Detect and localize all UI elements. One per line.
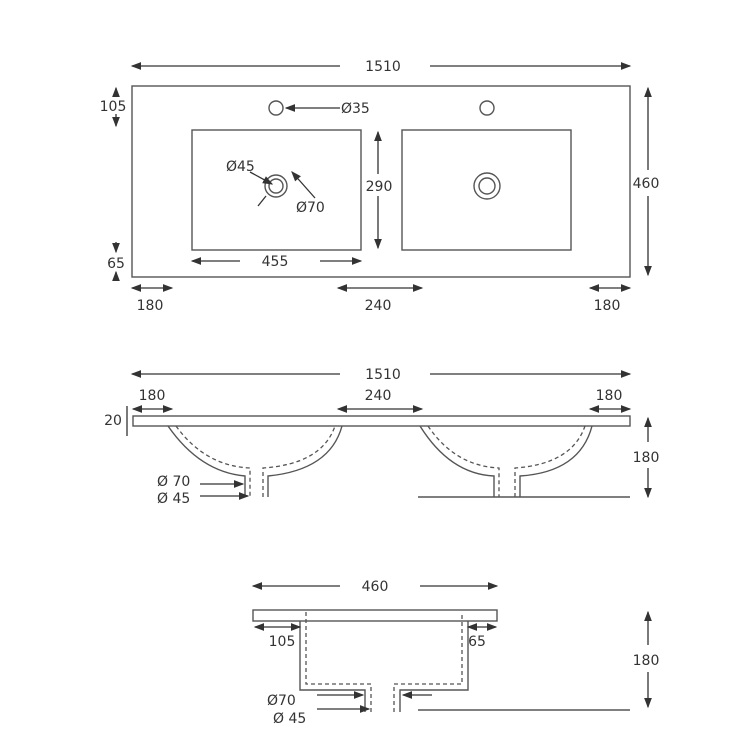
dim-front-offset: 105	[269, 634, 296, 650]
leader-line	[291, 171, 316, 199]
label-drain-inner: Ø 45	[157, 491, 190, 507]
dim-height: 180	[633, 450, 660, 466]
dim-front-to-tap: 105	[100, 99, 127, 115]
dim-right-edge: 180	[596, 388, 623, 404]
label-drain-inner: Ø 45	[273, 711, 306, 727]
label-drain-inner: Ø45	[226, 159, 255, 175]
dim-center-gap: 240	[365, 388, 392, 404]
label-drain-outer: Ø70	[296, 200, 325, 216]
dim-back-margin: 65	[107, 256, 125, 272]
dim-left-edge: 180	[139, 388, 166, 404]
dim-depth: 460	[362, 579, 389, 595]
label-drain-outer: Ø70	[267, 693, 296, 709]
dim-overall-width: 1510	[365, 367, 401, 383]
right-bowl-inner	[427, 425, 586, 497]
countertop-slab	[252, 609, 498, 622]
basin-body	[299, 621, 469, 712]
dim-right-edge: 180	[594, 298, 621, 314]
right-tap-hole	[479, 100, 495, 116]
right-drain-outer	[473, 172, 501, 200]
leader-line	[257, 195, 267, 207]
left-basin	[191, 129, 362, 251]
left-bowl	[167, 425, 343, 497]
label-tap-hole: Ø35	[341, 101, 370, 117]
basin-inner	[305, 612, 463, 712]
left-bowl-inner	[175, 425, 336, 497]
right-basin	[401, 129, 572, 251]
right-bowl	[419, 425, 593, 497]
dim-back-offset: 65	[468, 634, 486, 650]
dim-center-gap: 240	[365, 298, 392, 314]
side-view: 1510 180 240 180 20 180 Ø 70 Ø 45	[104, 367, 659, 507]
top-view: 1510 460 105 Ø35 Ø45 Ø70 290 455 65 180 …	[100, 59, 660, 314]
label-drain-outer: Ø 70	[157, 474, 190, 490]
dim-thickness: 20	[104, 413, 122, 429]
right-drain-inner	[478, 177, 496, 195]
dim-left-edge: 180	[137, 298, 164, 314]
countertop-outline	[131, 85, 631, 278]
left-drain-outer	[264, 174, 288, 198]
left-drain-inner	[268, 178, 284, 194]
left-tap-hole	[268, 100, 284, 116]
dim-overall-width: 1510	[365, 59, 401, 75]
leader-line	[249, 171, 274, 185]
countertop-slab	[132, 415, 631, 427]
end-view: 460 105 65 180 Ø70 Ø 45	[251, 579, 660, 727]
dim-basin-width: 455	[262, 254, 289, 270]
dim-basin-depth: 290	[366, 179, 393, 195]
dim-overall-depth: 460	[633, 176, 660, 192]
dim-height: 180	[633, 653, 660, 669]
